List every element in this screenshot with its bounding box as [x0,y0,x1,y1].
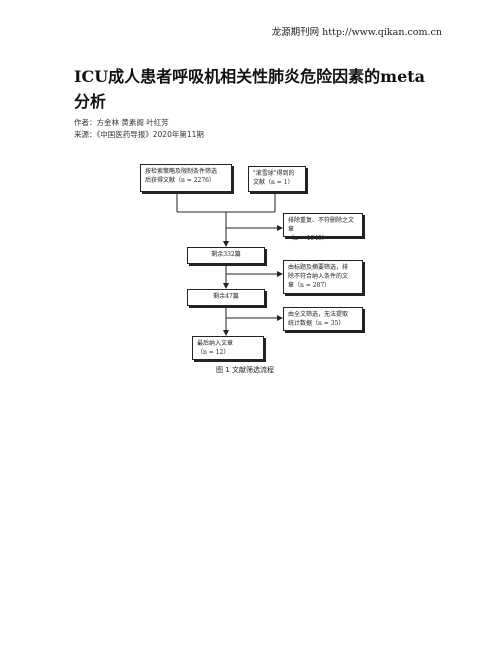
flow-diagram: 按检索策略及限制条件筛选 后获得文献（n = 2276） "滚雪球"得到的 文献… [120,150,370,374]
box-db-search: 按检索策略及限制条件筛选 后获得文献（n = 2276） [140,164,232,192]
box-remaining-332: 剩余332篇 [187,247,265,264]
header-source: 龙源期刊网 http://www.qikan.com.cn [271,27,442,38]
box-remaining-47: 剩余47篇 [187,289,265,306]
article-title: ICU成人患者呼吸机相关性肺炎危险因素的meta分析 [74,67,426,111]
box-snowball: "滚雪球"得到的 文献（n = 1） [248,166,306,192]
box-fulltext: 由全文筛选，无法提取 统计数据（n = 35） [283,307,363,331]
flow-connectors [176,192,283,336]
box-duplicates-removed: 排除重复、不符删除之文章 （n = 1945） [283,213,363,242]
article-source: 来源：《中国医药导报》2020年第11期 [74,130,204,139]
box-title-abstract: 由标题及摘要筛选，排 除不符合纳入条件的文 章（n = 287） [283,260,363,294]
figure-caption: 图 1 文献筛选流程 [216,366,274,374]
box-final-included: 最后纳入文章 （n = 12） [192,336,264,360]
article-author: 作者：方金林 黄素阁 叶红芳 [74,118,169,127]
